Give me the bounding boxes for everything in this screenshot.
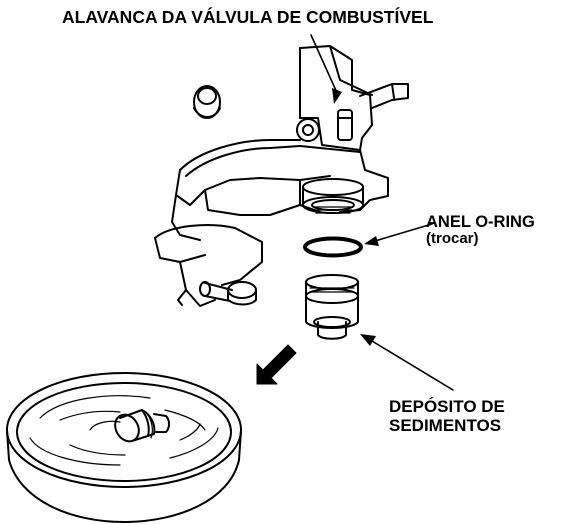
sediment-cup-label: DEPÓSITO DE SEDIMENTOS xyxy=(389,397,505,435)
sediment-cup xyxy=(305,274,359,340)
leader-sediment xyxy=(371,340,454,391)
arrow-down-left-icon xyxy=(256,344,297,385)
leader-oring xyxy=(374,223,433,242)
sediment-cup-label-line1: DEPÓSITO DE xyxy=(389,397,505,416)
threaded-socket xyxy=(302,178,364,214)
leader-lines xyxy=(310,34,454,391)
oring-label-note: (trocar) xyxy=(426,230,479,248)
oring-label: ANEL O-RING (trocar) xyxy=(426,213,535,248)
oring xyxy=(303,236,363,258)
oring-label-title: ANEL O-RING xyxy=(426,213,535,231)
sediment-cup-label-line2: SEDIMENTOS xyxy=(389,416,502,436)
fuel-valve-lever-label: ALAVANCA DA VÁLVULA DE COMBUSTÍVEL xyxy=(62,7,434,27)
lower-body xyxy=(154,224,263,307)
valve-housing xyxy=(193,45,409,213)
cleaning-basin xyxy=(6,372,242,523)
leader-valve xyxy=(310,34,339,96)
valve-lever xyxy=(359,83,409,109)
